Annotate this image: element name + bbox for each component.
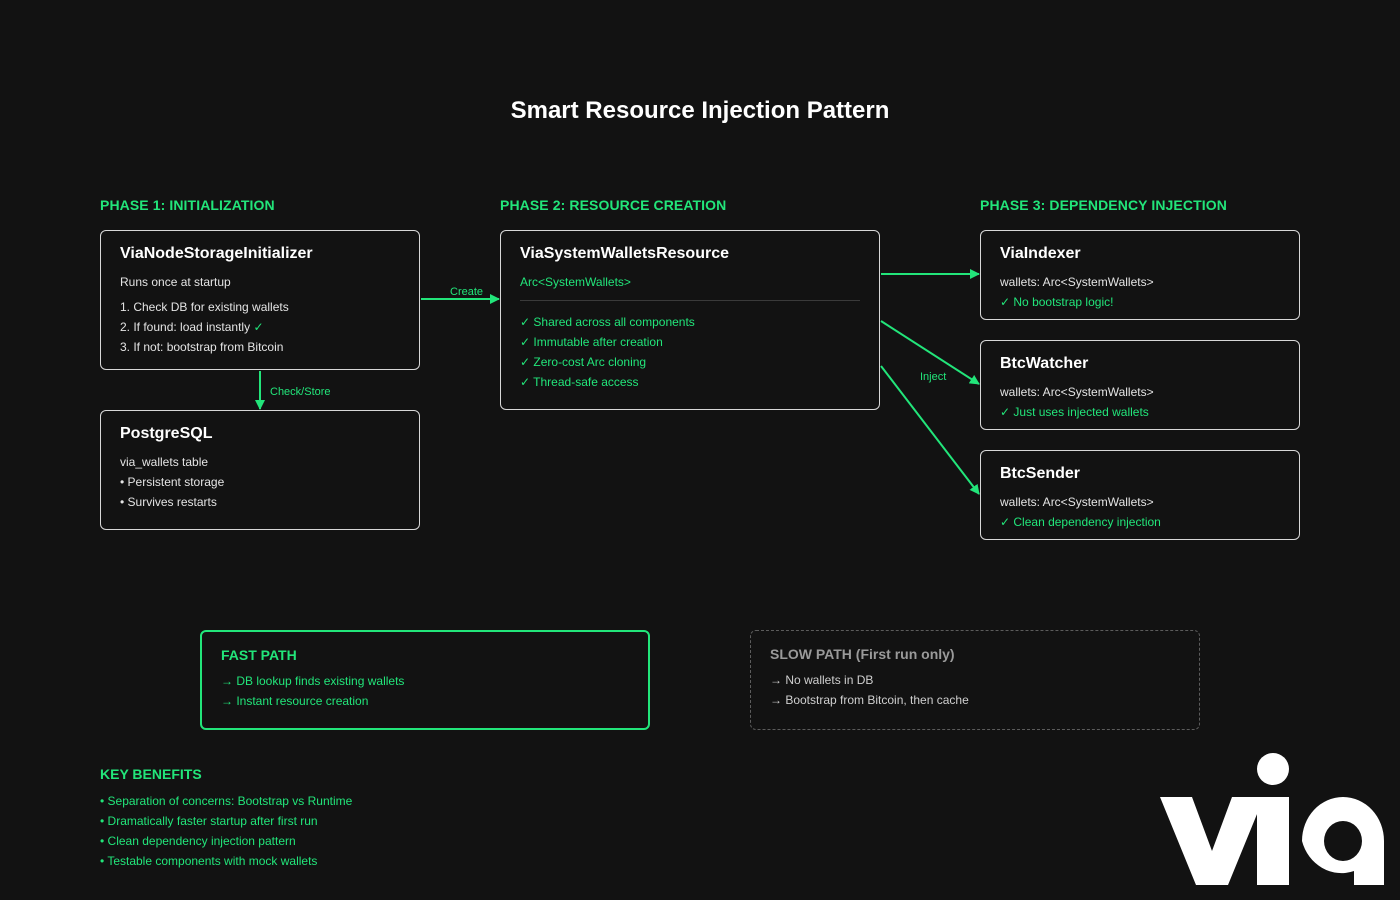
consumer-title: ViaIndexer xyxy=(1000,245,1081,262)
phase-2-label: PHASE 2: RESOURCE CREATION xyxy=(500,197,727,213)
slow-path-box: SLOW PATH (First run only) → No wallets … xyxy=(750,630,1200,730)
slow-path-item-1: → No wallets in DB xyxy=(770,673,874,687)
postgres-item-1: • Persistent storage xyxy=(120,475,225,489)
benefits-title: KEY BENEFITS xyxy=(100,766,202,782)
initializer-subtitle: Runs once at startup xyxy=(120,275,231,289)
postgres-subtitle: via_wallets table xyxy=(120,455,209,469)
consumer-note: ✓ Clean dependency injection xyxy=(1000,515,1161,529)
fast-path-box: FAST PATH → DB lookup finds existing wal… xyxy=(200,630,650,730)
resource-feature-1: ✓ Shared across all components xyxy=(520,315,695,329)
benefit-item-3: • Clean dependency injection pattern xyxy=(100,834,296,848)
consumer-box-watcher: BtcWatcher wallets: Arc<SystemWallets> ✓… xyxy=(980,340,1300,430)
initializer-step-1: 1. Check DB for existing wallets xyxy=(120,300,289,314)
postgres-title: PostgreSQL xyxy=(120,425,213,442)
postgres-item-2: • Survives restarts xyxy=(120,495,217,509)
fast-path-item-2: → Instant resource creation xyxy=(221,694,369,708)
postgres-box: PostgreSQL via_wallets table • Persisten… xyxy=(100,410,420,530)
consumer-note: ✓ No bootstrap logic! xyxy=(1000,295,1114,309)
benefit-item-1: • Separation of concerns: Bootstrap vs R… xyxy=(100,794,353,808)
create-label: Create xyxy=(450,286,483,298)
initializer-step-2: 2. If found: load instantly ✓ xyxy=(120,320,264,334)
resource-title: ViaSystemWalletsResource xyxy=(520,245,729,262)
resource-box: ViaSystemWalletsResource Arc<SystemWalle… xyxy=(500,230,880,410)
inject-arrow-sender xyxy=(880,365,980,495)
key-benefits: KEY BENEFITS • Separation of concerns: B… xyxy=(100,766,352,871)
resource-divider xyxy=(520,300,860,301)
fast-path-title: FAST PATH xyxy=(221,647,297,663)
resource-type: Arc<SystemWallets> xyxy=(520,275,631,289)
page-title: Smart Resource Injection Pattern xyxy=(510,97,890,124)
consumer-note: ✓ Just uses injected wallets xyxy=(1000,405,1149,419)
slow-path-item-2: → Bootstrap from Bitcoin, then cache xyxy=(770,693,969,707)
consumer-wallets: wallets: Arc<SystemWallets> xyxy=(1000,495,1154,509)
consumer-box-sender: BtcSender wallets: Arc<SystemWallets> ✓ … xyxy=(980,450,1300,540)
benefit-item-2: • Dramatically faster startup after firs… xyxy=(100,814,318,828)
fast-path-item-1: → DB lookup finds existing wallets xyxy=(221,674,405,688)
resource-feature-3: ✓ Zero-cost Arc cloning xyxy=(520,355,647,369)
check-store-label: Check/Store xyxy=(270,386,331,398)
slow-path-title: SLOW PATH (First run only) xyxy=(770,646,955,662)
inject-label: Inject xyxy=(920,371,946,383)
phase-1-label: PHASE 1: INITIALIZATION xyxy=(100,197,275,213)
check-mark: ✓ xyxy=(253,320,264,334)
consumer-wallets: wallets: Arc<SystemWallets> xyxy=(1000,275,1154,289)
initializer-title: ViaNodeStorageInitializer xyxy=(120,245,313,262)
initializer-step-3: 3. If not: bootstrap from Bitcoin xyxy=(120,340,284,354)
consumer-wallets: wallets: Arc<SystemWallets> xyxy=(1000,385,1154,399)
via-logo xyxy=(1160,753,1384,885)
phase-3-label: PHASE 3: DEPENDENCY INJECTION xyxy=(980,197,1227,213)
initializer-box: ViaNodeStorageInitializer Runs once at s… xyxy=(100,230,420,370)
resource-feature-4: ✓ Thread-safe access xyxy=(520,375,639,389)
benefit-item-4: • Testable components with mock wallets xyxy=(100,854,318,868)
resource-feature-2: ✓ Immutable after creation xyxy=(520,335,663,349)
consumer-box-indexer: ViaIndexer wallets: Arc<SystemWallets> ✓… xyxy=(980,230,1300,320)
inject-arrow-watcher xyxy=(880,320,980,385)
consumer-title: BtcSender xyxy=(1000,465,1081,482)
consumer-title: BtcWatcher xyxy=(1000,355,1089,372)
